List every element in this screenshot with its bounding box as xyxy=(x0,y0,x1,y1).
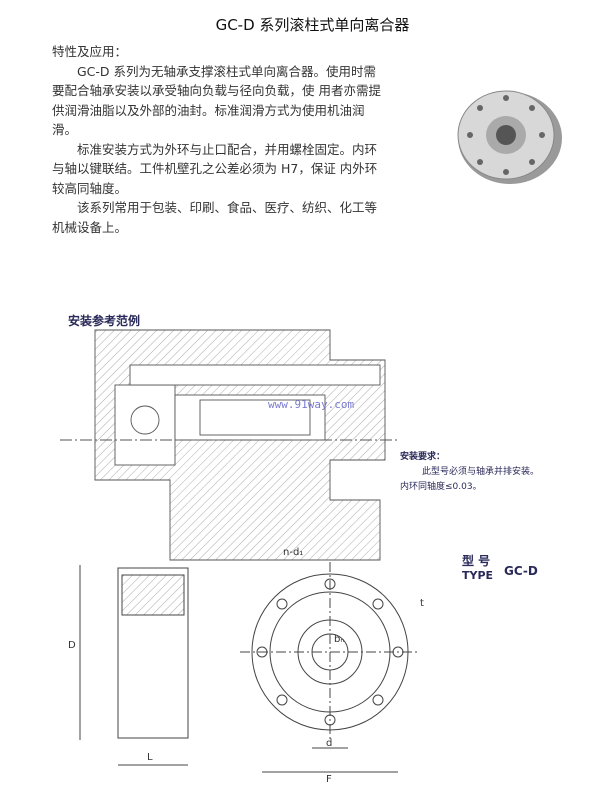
assembly-section xyxy=(60,329,400,561)
type-model: GC-D xyxy=(504,564,538,578)
section-heading: 特性及应用： xyxy=(52,44,128,59)
dim-d: d xyxy=(326,738,333,749)
front-view xyxy=(240,562,420,773)
type-en: TYPE xyxy=(462,569,494,582)
page-title: GC-D 系列滚柱式单向离合器 xyxy=(215,16,410,34)
install-requirements: 安装要求： 此型号必须与轴承并排安装。 内环同轴度≤0.03。 xyxy=(400,450,539,495)
dim-nd1: n-d₁ xyxy=(283,547,304,558)
side-view xyxy=(79,565,189,766)
paragraph: 该系列常用于包装、印刷、食品、医疗、纺织、化工等机械设备上。 xyxy=(52,200,378,235)
clutch-photo xyxy=(457,90,562,184)
dim-bn: bₙ xyxy=(334,634,345,645)
requirements-heading: 安装要求： xyxy=(400,452,446,462)
dim-t: t xyxy=(420,598,424,609)
dim-F: F xyxy=(326,774,332,785)
requirement-line: 内环同轴度≤0.03。 xyxy=(400,482,482,492)
type-cn: 型 号 xyxy=(462,554,491,568)
type-block: 型 号 TYPE GC-D xyxy=(462,552,538,582)
paragraph: GC-D 系列为无轴承支撑滚柱式单向离合器。使用时需要配合轴承安装以承受轴向负载… xyxy=(52,63,381,138)
technical-drawings xyxy=(60,329,420,773)
dim-D: D xyxy=(68,640,76,651)
dim-L: L xyxy=(147,752,153,763)
install-example-heading: 安装参考范例 xyxy=(68,314,141,328)
watermark: www.91way.com xyxy=(268,398,355,411)
description: 特性及应用： GC-D 系列为无轴承支撑滚柱式单向离合器。使用时需要配合轴承安装… xyxy=(52,42,382,237)
paragraph: 标准安装方式为外环与止口配合，并用螺栓固定。内环与轴以键联结。工件机壁孔之公差必… xyxy=(52,141,378,196)
requirement-line: 此型号必须与轴承并排安装。 xyxy=(422,467,540,477)
